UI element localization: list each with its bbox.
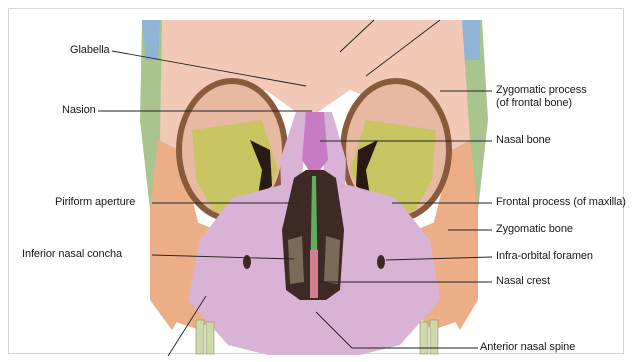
label-zygomatic-process: Zygomatic process (of frontal bone) bbox=[496, 84, 587, 110]
label-glabella: Glabella bbox=[70, 44, 110, 57]
right-infra-orbital-foramen bbox=[377, 255, 385, 269]
right-temporal-blue bbox=[462, 20, 480, 60]
nasal-septum-lower bbox=[310, 250, 318, 298]
label-infra-orbital-foramen: Infra-orbital foramen bbox=[496, 250, 593, 263]
inferior-nasal-concha-left bbox=[288, 236, 304, 284]
label-nasion: Nasion bbox=[62, 104, 96, 117]
label-zygomatic-process-line1: Zygomatic process bbox=[496, 84, 587, 97]
label-zygomatic-process-line2: (of frontal bone) bbox=[496, 97, 587, 110]
inferior-nasal-concha-right bbox=[324, 236, 340, 284]
label-anterior-nasal-spine: Anterior nasal spine bbox=[480, 341, 575, 354]
label-zygomatic-bone: Zygomatic bone bbox=[496, 223, 573, 236]
label-inferior-nasal-concha: Inferior nasal concha bbox=[22, 248, 122, 261]
label-piriform-aperture: Piriform aperture bbox=[55, 196, 135, 209]
left-infra-orbital-foramen bbox=[243, 255, 251, 269]
label-nasal-crest: Nasal crest bbox=[496, 275, 550, 288]
nasal-bone-shape bbox=[302, 112, 328, 172]
label-frontal-process: Frontal process (of maxilla) bbox=[496, 196, 626, 209]
label-nasal-bone: Nasal bone bbox=[496, 134, 551, 147]
